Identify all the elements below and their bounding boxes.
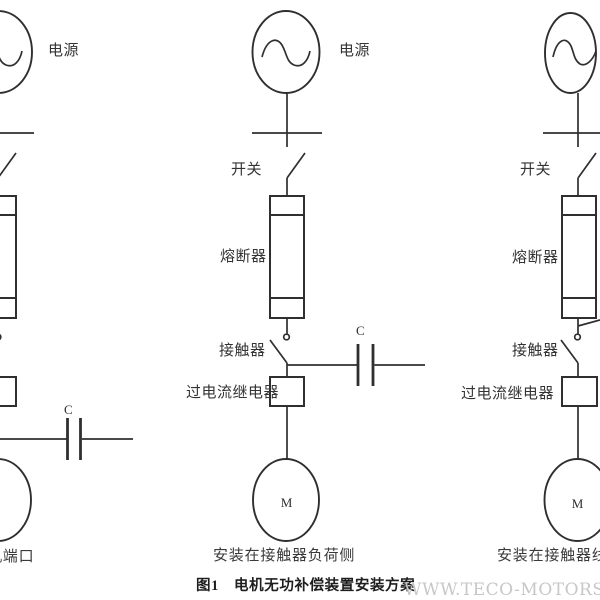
caption-motor-terminal: 机端口 xyxy=(0,549,35,565)
label-motor: M xyxy=(571,496,584,511)
motor-icon xyxy=(543,458,600,542)
watermark: WWW.TECO-MOTORS.COM xyxy=(404,580,600,600)
fuse-icon xyxy=(561,195,597,319)
power-source-icon xyxy=(251,10,321,94)
label-overcurrent-relay: 过电流继电器 xyxy=(461,386,555,402)
label-contactor: 接触器 xyxy=(219,343,266,359)
contactor-icon xyxy=(269,333,291,364)
contactor-icon xyxy=(0,333,2,341)
label-fuse: 熔断器 xyxy=(512,250,559,266)
label-contactor: 接触器 xyxy=(512,343,559,359)
overcurrent-relay-icon xyxy=(561,376,598,407)
label-motor: M xyxy=(280,495,293,510)
label-power-source: 电源 xyxy=(339,43,371,59)
caption-contactor-line-side: 安装在接触器线 xyxy=(497,548,600,564)
label-capacitor: C xyxy=(356,323,365,338)
motor-icon xyxy=(252,458,320,542)
capacitor-branch-wire xyxy=(577,319,600,327)
power-source-icon xyxy=(544,12,597,94)
label-switch: 开关 xyxy=(231,162,263,178)
overcurrent-relay-icon xyxy=(0,376,17,407)
diagram-motor-terminal xyxy=(0,10,133,542)
label-capacitor: C xyxy=(64,402,73,417)
fuse-icon xyxy=(269,195,305,319)
contactor-icon xyxy=(560,333,582,364)
label-overcurrent-relay: 过电流继电器 xyxy=(186,385,280,401)
capacitor-icon xyxy=(287,344,425,386)
diagram-contactor-load-side xyxy=(251,10,425,542)
fuse-icon xyxy=(0,195,17,319)
label-fuse: 熔断器 xyxy=(220,249,267,265)
label-switch: 开关 xyxy=(520,162,552,178)
label-power-source: 电源 xyxy=(48,43,80,59)
switch-icon xyxy=(543,132,600,179)
motor-icon xyxy=(0,458,32,542)
figure-caption: 图1 电机无功补偿装置安装方案 xyxy=(196,578,416,594)
power-source-icon xyxy=(0,10,33,94)
caption-contactor-load-side: 安装在接触器负荷侧 xyxy=(213,548,356,564)
diagram-contactor-line-side xyxy=(543,12,600,542)
switch-icon xyxy=(0,132,34,177)
capacitor-icon xyxy=(0,418,133,460)
switch-icon xyxy=(252,132,322,179)
